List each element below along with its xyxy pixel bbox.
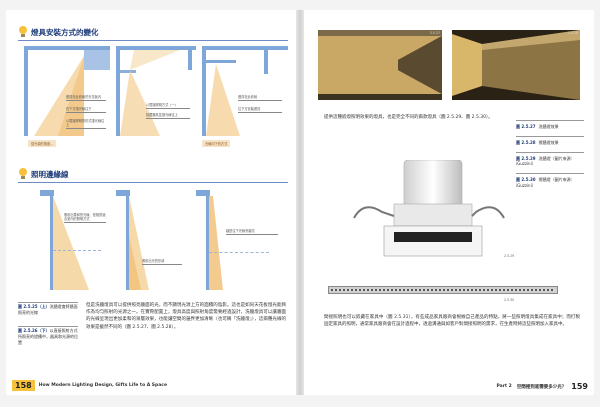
caption-label: 圖 2.5.29 <box>516 155 536 161</box>
caption-label: 圖 2.5.28 <box>516 139 536 145</box>
linear-fixture-image <box>328 286 558 294</box>
left-page: 燈具安裝方式的變化 燈具在此收納於天花板內 在下方讓光線往下 以間接照明的形式讓… <box>6 10 296 395</box>
section-heading-edge-line: 照明邊緣線 <box>18 168 69 180</box>
lightbulb-icon <box>18 168 28 180</box>
photo-number: 2.5.27 <box>429 31 440 35</box>
photo-wall-wash: 2.5.27 <box>318 30 442 100</box>
right-page: 2.5.27 2.5.28 提供這種嵌燈照明效果的燈具，也是完全不同的兩款燈具（… <box>304 10 594 395</box>
left-footer: 158 How Modern Lighting Design, Gifts Li… <box>12 380 167 391</box>
diagram-edge-3: 越是往下光線會越亮 <box>196 190 286 290</box>
running-title: How Modern Lighting Design, Gifts Life t… <box>38 383 167 388</box>
body-paragraph: 但是洗牆燈具可以提供照亮牆面的光，而不顯現光源上方的面積的陰影。這也是如同天花板… <box>86 303 286 330</box>
intro-paragraph: 提供這種嵌燈照明效果的燈具，也是完全不同的兩款燈具（圖 2.5.29、圖 2.5… <box>324 115 493 120</box>
page-number: 159 <box>571 382 588 391</box>
diagram-note: 燈具在此收納 <box>238 95 282 101</box>
caption-text: 洗牆燈會將牆面照亮的光線 <box>18 304 78 315</box>
section-title: 燈具安裝方式的變化 <box>31 27 99 37</box>
diagram-callout: 光線向下的方式 <box>202 140 231 147</box>
book-gutter <box>296 10 304 395</box>
figure-number: 2.5.30 <box>504 298 515 302</box>
diagram-installation-2: 以間接照明方式（一） 隱藏器具並讓光線往上 <box>116 46 196 136</box>
diagram-installation-3: 燈具在此收納 往下方安裝燈具 <box>202 46 288 136</box>
caption-label: 圖 2.5.25（上） <box>18 304 50 309</box>
diagram-installation-1: 燈具在此收納於天花板內 在下方讓光線往下 以間接照明的形式讓光線往上 <box>24 46 110 136</box>
caption-label: 圖 2.5.27 <box>516 124 536 129</box>
figure-number: 2.5.29 <box>504 254 515 258</box>
right-footer: Part 2 空間裡到底需要多少光？ 159 <box>497 382 589 391</box>
caption-label: 圖 2.5.30 <box>516 177 536 183</box>
body-paragraph: 間接照明也可以嵌藏在家具中（圖 2.5.31），有些成品家具廠商會根據自己產品的… <box>324 315 580 328</box>
caption-fig-2-5-26: 圖 2.5.26（下）以直接照射方式所照亮的燈槽中，器具和光源的位置 <box>18 328 78 345</box>
diagram-note: 往下方安裝燈具 <box>238 107 282 113</box>
caption-text: 洗牆燈（圖片來源：iGuzzini） <box>516 155 575 167</box>
page-number: 158 <box>12 380 35 391</box>
diagram-note: 隱藏器具並讓光線往上 <box>146 113 190 119</box>
fixture-product-image <box>334 159 524 270</box>
section-heading-installation: 燈具安裝方式的變化 <box>18 26 99 38</box>
diagram-note: 越是往下光線會越亮 <box>226 229 278 235</box>
photo-wall-graze: 2.5.28 <box>452 30 580 100</box>
diagram-edge-2: 照射出光的形狀 <box>116 190 186 290</box>
caption-text: 洗牆燈效果 <box>538 124 559 129</box>
diagram-note: 照射出柔和的光線、是相當適合室內的照明方式 <box>64 213 106 223</box>
diagram-note: 以間接照明的形式讓光線往上 <box>66 119 106 129</box>
caption-label: 圖 2.5.26（下） <box>18 328 50 333</box>
lightbulb-icon <box>18 26 28 38</box>
caption-divider <box>18 326 78 327</box>
diagram-note: 燈具在此收納於天花板內 <box>66 95 106 101</box>
section-title: 照明邊緣線 <box>31 169 69 179</box>
diagram-edge-1: 照射出柔和的光線、是相當適合室內的照明方式 <box>26 190 106 290</box>
section-rule <box>18 40 288 41</box>
part-label: Part 2 <box>496 384 512 389</box>
section-rule <box>18 182 288 183</box>
photo-number: 2.5.28 <box>567 31 578 35</box>
diagram-note: 以間接照明方式（一） <box>146 103 190 109</box>
diagram-note: 在下方讓光線往下 <box>66 107 106 113</box>
diagram-note: 照射出光的形狀 <box>142 259 182 265</box>
caption-text: 擦牆燈（圖片來源：iGuzzini） <box>516 177 575 188</box>
caption-text: 以直接照射方式所照亮的燈槽中，器具和光源的位置 <box>18 328 78 345</box>
caption-divider <box>18 302 78 303</box>
caption-text: 擦牆燈效果 <box>538 139 559 145</box>
caption-fig-2-5-25: 圖 2.5.25（上）洗牆燈會將牆面照亮的光線 <box>18 304 78 316</box>
diagram-callout: 從光源的角度... <box>28 140 57 147</box>
running-title: 空間裡到底需要多少光？ <box>516 384 567 390</box>
